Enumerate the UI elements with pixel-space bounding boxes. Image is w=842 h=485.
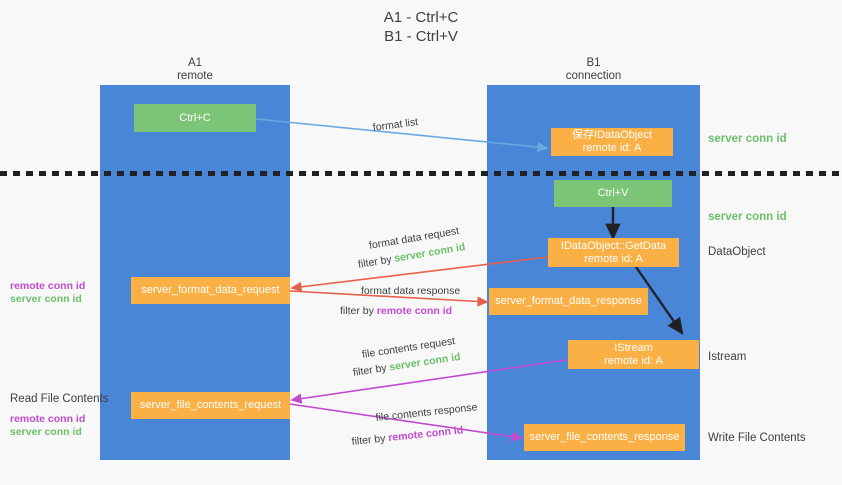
box-server-format-data-request[interactable]: server_format_data_request (131, 277, 290, 304)
box-istream[interactable]: IStream remote id: A (568, 340, 699, 369)
edge-label-format-list: format list (372, 116, 419, 134)
note-istream: Istream (708, 351, 747, 363)
note-dataobject: DataObject (708, 246, 766, 258)
box-server-file-contents-response[interactable]: server_file_contents_response (524, 424, 685, 451)
box-server-file-contents-request[interactable]: server_file_contents_request (131, 392, 290, 419)
note-server-conn-id-2: server conn id (10, 426, 82, 438)
filter-prefix: filter by (357, 252, 396, 271)
note-remote-conn-id-1: remote conn id (10, 280, 86, 292)
note-server-conn-id-mid: server conn id (708, 211, 787, 223)
note-read-file-contents: Read File Contents (10, 393, 109, 405)
page-title: A1 - Ctrl+C B1 - Ctrl+V (383, 9, 459, 45)
edge-label-file-contents-response-filter: filter by remote conn id (351, 423, 464, 449)
filter-prefix: filter by (352, 361, 391, 379)
column-header-b1: B1 connection (565, 57, 622, 82)
column-header-a1: A1 remote (177, 57, 213, 82)
box-idataobject[interactable]: 保存IDataObject remote id: A (551, 128, 673, 156)
filter-prefix: filter by (351, 432, 389, 448)
box-server-format-data-response[interactable]: server_format_data_response (489, 288, 648, 315)
box-ctrl-c[interactable]: Ctrl+C (134, 104, 256, 132)
note-remote-conn-id-2: remote conn id (10, 413, 86, 425)
filter-prefix: filter by (340, 305, 377, 317)
edge-label-format-data-response-filter: filter by remote conn id (340, 304, 452, 318)
box-idataobject-getdata[interactable]: IDataObject::GetData remote id: A (548, 238, 679, 267)
box-ctrl-v[interactable]: Ctrl+V (554, 180, 672, 207)
filter-value-remote-conn-id: remote conn id (376, 305, 453, 317)
filter-value-remote-conn-id: remote conn id (387, 424, 464, 445)
note-server-conn-id-1: server conn id (10, 293, 82, 305)
note-server-conn-id-top: server conn id (708, 133, 787, 145)
edge-label-file-contents-response: file contents response (375, 401, 478, 424)
note-write-file-contents: Write File Contents (708, 432, 806, 444)
divider-dashed-line (0, 171, 842, 176)
edge-label-format-data-response: format data response (361, 285, 461, 297)
